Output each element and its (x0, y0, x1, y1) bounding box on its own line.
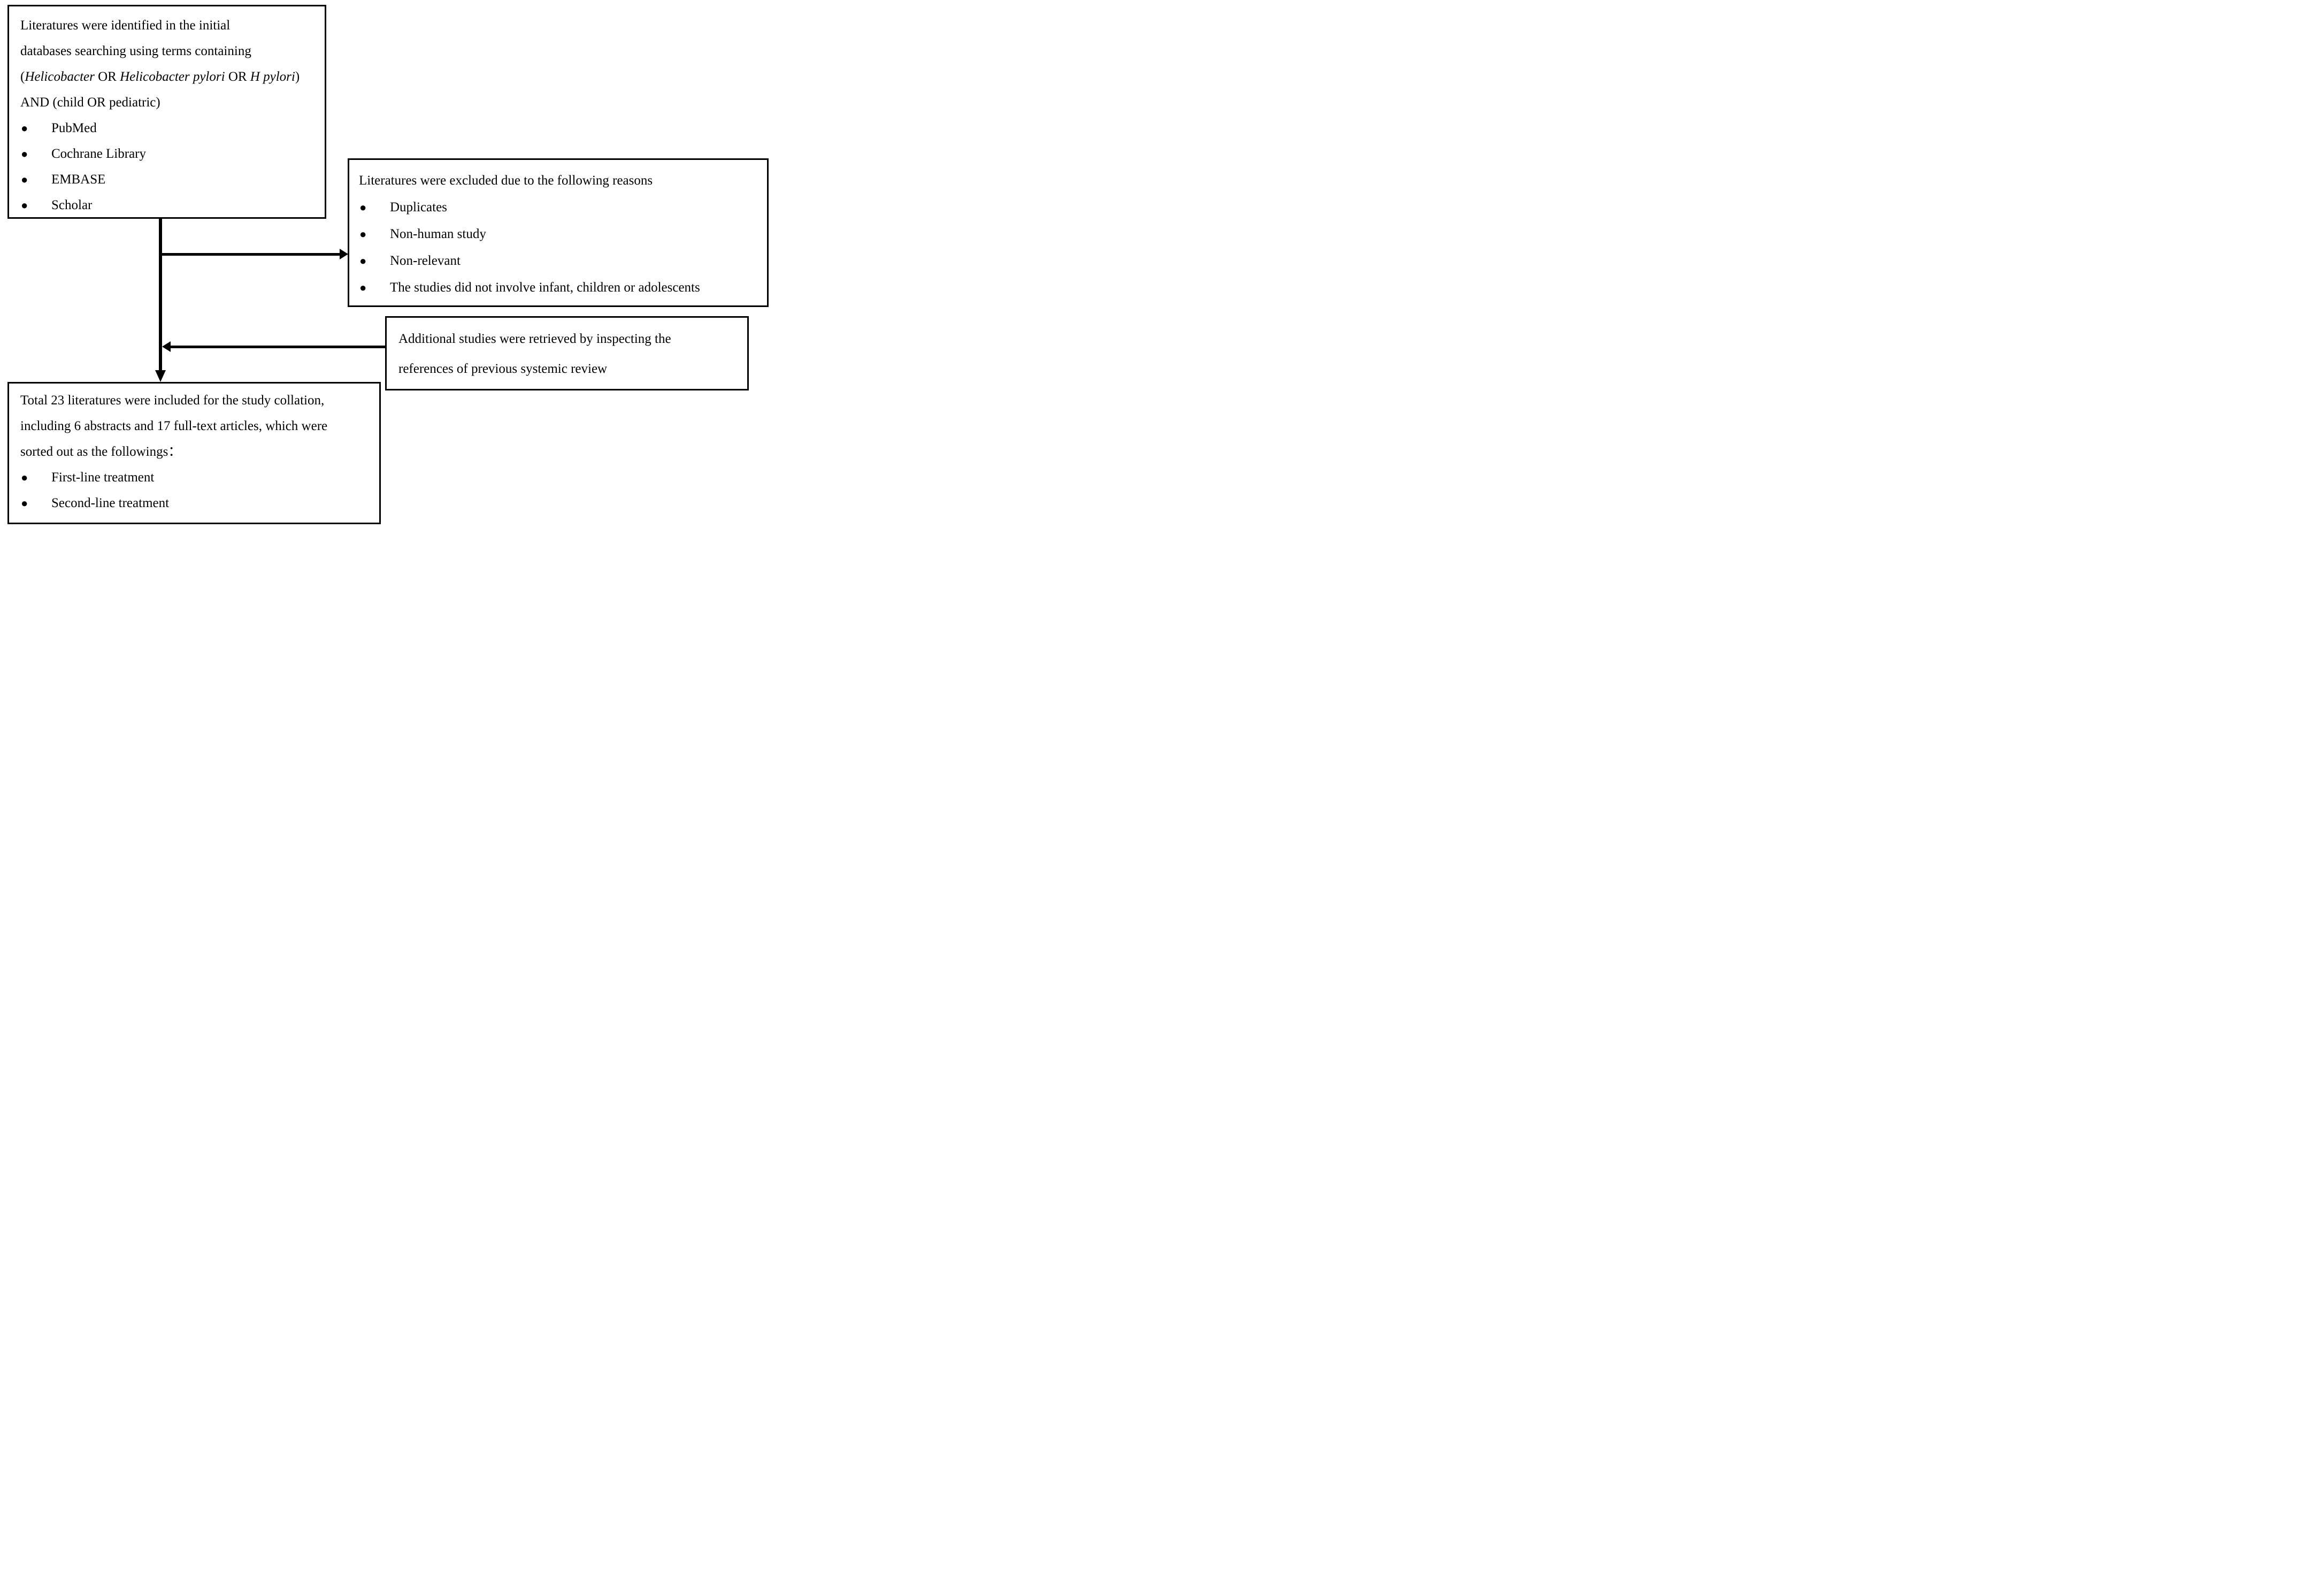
search-terms-close-paren: ) (295, 70, 300, 84)
bullet-icon: ● (359, 201, 367, 214)
list-item: ● Non-relevant (359, 248, 763, 274)
list-item: ● Cochrane Library (20, 141, 320, 167)
bullet-icon: ● (359, 281, 367, 294)
treatment-label: Second-line treatment (51, 496, 170, 510)
identification-box: Literatures were identified in the initi… (7, 5, 326, 219)
inclusion-line-3: sorted out as the followings： (20, 445, 182, 459)
list-item: ● First-line treatment (20, 465, 375, 491)
list-item: ● The studies did not involve infant, ch… (359, 274, 763, 301)
inclusion-line-1: Total 23 literatures were included for t… (20, 393, 325, 408)
search-terms-or-2: OR (225, 70, 250, 84)
bullet-icon: ● (21, 173, 28, 186)
exclusion-title: Literatures were excluded due to the fol… (359, 173, 653, 188)
database-label: Scholar (51, 198, 93, 212)
list-item: ● EMBASE (20, 167, 320, 193)
bullet-icon: ● (21, 198, 28, 212)
flow-line-identification-to-included (159, 219, 162, 370)
identification-line-1: Literatures were identified in the initi… (20, 18, 231, 33)
identification-line-2: databases searching using terms containi… (20, 44, 251, 58)
bullet-icon: ● (359, 254, 367, 267)
flow-line-to-exclusion (160, 253, 340, 256)
search-term-helicobacter-pylori: Helicobacter pylori (120, 70, 225, 84)
search-term-helicobacter: Helicobacter (25, 70, 95, 84)
bullet-icon: ● (21, 147, 28, 160)
additional-studies-box: Additional studies were retrieved by ins… (385, 316, 749, 390)
database-label: Cochrane Library (51, 147, 147, 161)
identification-database-list: ● PubMed ● Cochrane Library ● EMBASE ● S… (20, 116, 320, 218)
list-item: ● Duplicates (359, 194, 763, 221)
search-terms-or-1: OR (94, 70, 120, 84)
included-box: Total 23 literatures were included for t… (7, 382, 381, 524)
bullet-icon: ● (21, 471, 28, 484)
identification-line-4: AND (child OR pediatric) (20, 95, 160, 110)
exclusion-box: Literatures were excluded due to the fol… (348, 158, 769, 307)
bullet-icon: ● (21, 121, 28, 135)
database-label: EMBASE (51, 172, 106, 187)
exclusion-reason: Non-human study (390, 227, 486, 241)
treatment-label: First-line treatment (51, 470, 155, 485)
arrowhead-down-icon (155, 370, 166, 382)
list-item: ● Scholar (20, 193, 320, 218)
arrowhead-right-icon (340, 249, 348, 259)
additional-line-1: Additional studies were retrieved by ins… (398, 332, 671, 346)
list-item: ● Second-line treatment (20, 491, 375, 516)
database-label: PubMed (51, 121, 97, 135)
list-item: ● PubMed (20, 116, 320, 141)
arrowhead-left-icon (162, 341, 171, 352)
exclusion-reason-list: ● Duplicates ● Non-human study ● Non-rel… (359, 194, 763, 301)
search-terms-open-paren: ( (20, 70, 25, 84)
bullet-icon: ● (359, 227, 367, 241)
search-term-h-pylori: H pylori (250, 70, 295, 84)
treatment-list: ● First-line treatment ● Second-line tre… (20, 465, 375, 516)
identification-line-3: (Helicobacter OR Helicobacter pylori OR … (20, 64, 320, 90)
flow-line-from-additional (170, 346, 385, 348)
literature-flow-diagram: Literatures were identified in the initi… (0, 0, 774, 528)
exclusion-reason: The studies did not involve infant, chil… (390, 280, 700, 295)
inclusion-line-2: including 6 abstracts and 17 full-text a… (20, 419, 328, 433)
exclusion-reason: Duplicates (390, 200, 447, 214)
list-item: ● Non-human study (359, 221, 763, 248)
additional-line-2: references of previous systemic review (398, 362, 608, 376)
bullet-icon: ● (21, 496, 28, 510)
exclusion-reason: Non-relevant (390, 254, 461, 268)
